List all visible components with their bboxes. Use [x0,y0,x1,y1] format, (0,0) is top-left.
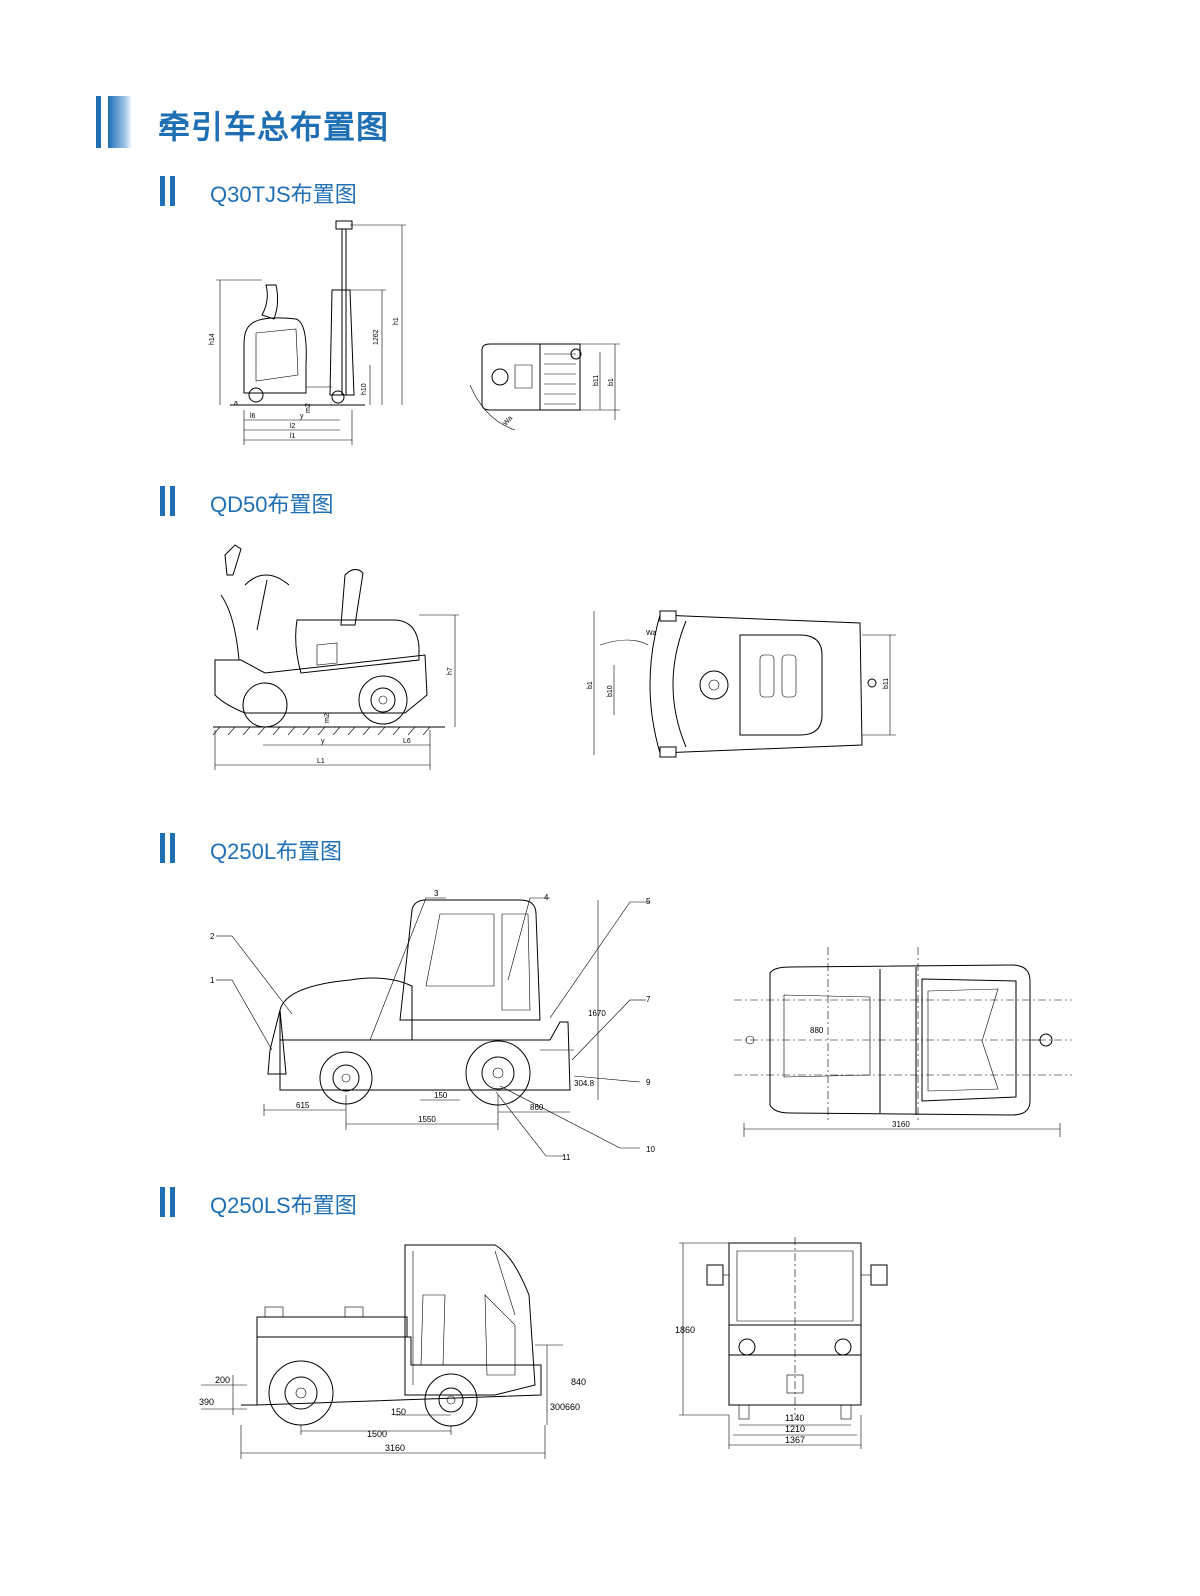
dim-label: 1500 [367,1429,387,1439]
dim-label: 1262 [373,329,380,345]
section-title: Q250L布置图 [210,839,343,864]
callout-3: 3 [434,889,439,898]
dim-label: 860 [530,1103,544,1112]
dim-label: Wa [502,415,514,427]
dim-label: b11 [883,678,890,689]
callout-2: 2 [210,932,215,941]
dim-label: b10 [607,685,614,697]
q250ls-side-view: 200 390 150 1500 3160 840 300 660 [199,1244,586,1459]
header-gradient-bar [108,96,132,148]
section-bar [170,486,175,516]
callout-10: 10 [646,1145,655,1154]
dim-label: 880 [810,1026,824,1035]
section-bar [160,176,165,206]
dim-label: 150 [434,1091,448,1100]
dim-label: L1 [317,758,325,765]
dim-label: h10 [361,383,368,395]
section-bar [160,1187,165,1217]
dim-label: 1670 [588,1009,606,1018]
dim-label: 390 [199,1397,214,1407]
section-header-qd50: QD50布置图 [160,486,560,517]
q250l-top-view: 880 3160 [734,947,1072,1137]
callout-4: 4 [544,893,549,902]
callout-1: 1 [210,976,215,985]
dim-label: 660 [565,1402,580,1412]
dim-label: l2 [290,423,296,430]
callout-11: 11 [562,1153,571,1162]
dim-label: 1367 [785,1435,805,1445]
dim-label: 1140 [785,1413,804,1423]
qd50-top-view: Wa b1 b10 b11 [587,610,896,758]
ground-hatch [212,726,431,736]
header-accent-bar [96,96,101,148]
callout-7: 7 [646,995,651,1004]
callout-5: 5 [646,897,651,906]
section-header-q250ls: Q250LS布置图 [160,1187,560,1218]
dim-label: 3160 [385,1443,405,1453]
dim-label: 1860 [675,1325,695,1335]
dim-label: Wa [646,630,656,637]
dim-label: y [321,738,325,745]
dim-label: L6 [403,738,411,745]
dim-label: 840 [571,1377,586,1387]
section-bar [160,833,165,863]
dim-label: h14 [209,333,216,345]
dim-label: l6 [250,413,256,420]
section-bar [170,833,175,863]
dim-label: b11 [593,375,600,386]
dim-label: h7 [447,667,454,675]
section-bar [160,486,165,516]
q250ls-front-view: 1860 1140 1210 1367 [675,1237,888,1449]
dim-label: m2 [305,403,312,413]
q30tjs-side-view: h14 h1 1262 h10 m2 a l6 y l2 l1 [209,220,406,445]
dim-label: l1 [290,433,296,440]
section-bar [170,1187,175,1217]
dim-label: 1210 [785,1424,805,1434]
dim-label: a [234,400,238,407]
dim-label: h1 [393,317,400,325]
dim-label: b1 [608,378,615,386]
qd50-side-view: h7 m2 y L6 L1 [212,544,459,770]
dim-label: 300 [550,1402,565,1412]
dim-label: 3160 [892,1120,910,1129]
platform-grid [544,353,576,405]
section-title: QD50布置图 [210,492,334,517]
dim-label: y [300,413,304,420]
page-title: 牵引车总布置图 [158,109,390,145]
q30tjs-top-view: Wa b11 b1 [469,343,620,431]
dim-label: 200 [215,1375,230,1385]
callout-9: 9 [646,1078,651,1087]
dim-label: 1550 [418,1115,436,1124]
dim-label: 615 [296,1101,310,1110]
dim-label: m2 [324,713,331,723]
section-header-q30tjs: Q30TJS布置图 [160,176,560,207]
q250l-side-view: 1 2 3 4 5 7 9 10 11 1670 304.8 615 150 8… [210,889,655,1162]
page-header: 牵引车总布置图 [96,96,696,150]
dim-label: 150 [391,1407,406,1417]
section-bar [170,176,175,206]
dim-label: 304.8 [574,1079,595,1088]
dim-label: b1 [587,681,594,689]
section-header-q250l: Q250L布置图 [160,833,560,864]
section-title: Q30TJS布置图 [210,182,357,207]
section-title: Q250LS布置图 [210,1193,357,1218]
